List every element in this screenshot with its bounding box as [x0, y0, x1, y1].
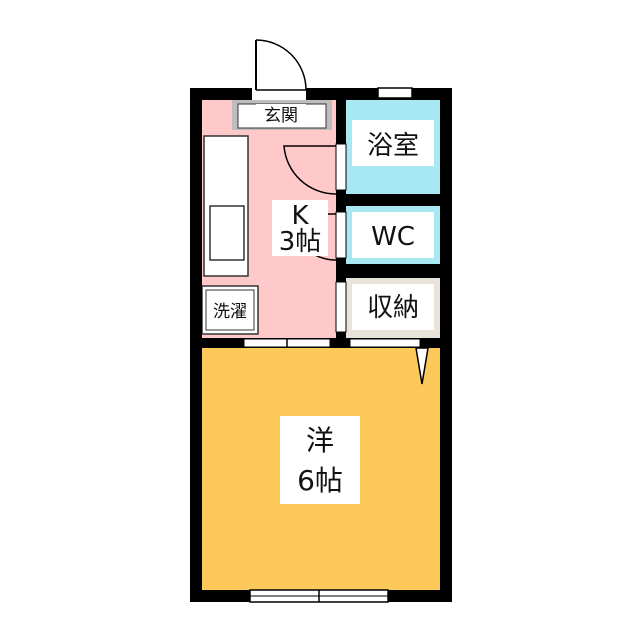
closet-door-swing — [415, 347, 429, 385]
kitchen-label-line1: K — [291, 201, 309, 231]
wc-label: WC — [371, 222, 415, 252]
wc-door-gap — [335, 211, 347, 259]
bath-label: 浴室 — [367, 131, 419, 161]
laundry-label: 洗濯 — [213, 302, 247, 322]
bath-door-swing — [283, 145, 337, 195]
laundry-space — [201, 285, 259, 335]
kitchen-label-line2: 3帖 — [279, 227, 322, 257]
bath-door-gap — [335, 143, 347, 191]
laundry-space-inner — [205, 289, 255, 331]
storage-bottom-opening — [349, 338, 421, 348]
vent-opening — [377, 87, 413, 99]
kitchen-sink — [209, 205, 245, 261]
storage-door-gap — [335, 281, 347, 333]
storage-label: 収納 — [367, 293, 419, 323]
genkan-label: 玄関 — [264, 106, 298, 126]
western-label-line2: 6帖 — [297, 464, 343, 497]
entrance-door-swing — [255, 39, 307, 91]
western-label-line1: 洋 — [306, 424, 334, 457]
